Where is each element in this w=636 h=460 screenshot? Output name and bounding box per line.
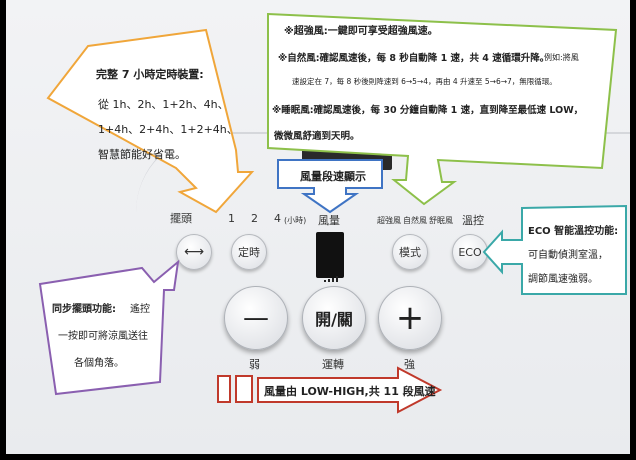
modes-line-natural-example: 例如:將風 — [544, 53, 579, 62]
modes-line-sleep: ※睡眠風:確認風速後，每 30 分鐘自動降 1 速，直到降至最低速 LOW， — [272, 105, 584, 116]
power-button[interactable]: 開/關 — [302, 286, 366, 350]
speed-callout-text: 風量由 LOW-HIGH,共 11 段風速 — [264, 385, 436, 398]
swing-callout-title: 同步擺頭功能: — [52, 304, 116, 315]
swing-callout-line-2: 各個角落。 — [74, 358, 124, 369]
label-fan-volume: 風量 — [318, 214, 340, 227]
minus-icon: — — [243, 303, 269, 333]
modes-line-super: ※超強風:一鍵即可享受超強風速。 — [284, 26, 438, 37]
fan-speed-display — [316, 232, 344, 278]
swing-callout-shape — [38, 259, 180, 396]
eco-callout-line-2: 調節風速強弱。 — [528, 274, 598, 285]
swing-button[interactable]: ⟷ — [176, 234, 212, 270]
modes-line-natural-detail: 速設定在 7，每 8 秒後則降速到 6→5→4，再由 4 升速至 5→6→7，無… — [292, 77, 557, 86]
label-natural-wind: 自然風 — [403, 216, 427, 225]
swing-arrow-icon: ⟷ — [183, 244, 205, 260]
speed-callout-shape — [257, 366, 443, 414]
swing-callout-line-1: 一按即可將涼風送往 — [58, 331, 148, 342]
label-timer-1: 1 — [228, 212, 235, 225]
speed-up-button[interactable]: + — [378, 286, 442, 350]
speed-bar-1 — [217, 375, 231, 403]
timer-callout-line-2: 1+4h、2+4h、1+2+4h、 — [98, 123, 238, 136]
timer-button[interactable]: 定時 — [231, 234, 267, 270]
fan-speed-bars-icon — [324, 276, 340, 282]
label-sleep-wind: 舒眠風 — [429, 216, 453, 225]
plus-icon: + — [395, 298, 425, 338]
callout-shapes — [38, 12, 627, 414]
label-strong: 強 — [404, 358, 415, 371]
eco-button[interactable]: ECO — [452, 234, 488, 270]
display-callout-text: 風量段速顯示 — [300, 170, 366, 183]
eco-callout-shape — [482, 204, 627, 295]
label-swing: 擺頭 — [170, 212, 192, 225]
display-callout-shape — [277, 159, 383, 214]
label-run: 運轉 — [322, 358, 344, 371]
modes-callout-shape — [267, 12, 618, 206]
label-super-wind: 超強風 — [377, 216, 401, 225]
label-temp-control: 溫控 — [462, 214, 484, 227]
eco-button-label: ECO — [458, 245, 482, 259]
modes-line-sleep-end: 微微風舒適到天明。 — [274, 131, 360, 142]
label-weak: 弱 — [249, 358, 260, 371]
timer-callout-line-1: 從 1h、2h、1+2h、4h、 — [98, 98, 229, 111]
eco-callout-line-1: 可自動偵測室溫， — [528, 250, 608, 261]
eco-callout-title: ECO 智能溫控功能: — [528, 226, 619, 237]
product-panel-image: 擺頭 1 2 4 (小時) 風量 超強風 自然風 舒眠風 溫控 ⟷ 定時 模式 … — [6, 0, 630, 454]
timer-button-label: 定時 — [238, 246, 260, 259]
modes-line-natural: ※自然風:確認風速後，每 8 秒自動降 1 速，共 4 速循環升降。 — [278, 53, 550, 64]
speed-down-button[interactable]: — — [224, 286, 288, 350]
mode-button[interactable]: 模式 — [392, 234, 428, 270]
label-timer-4: 4 — [274, 212, 281, 225]
timer-callout-line-3: 智慧節能好省電。 — [98, 148, 186, 161]
timer-callout-shape — [46, 28, 255, 214]
speed-bar-2 — [235, 375, 253, 403]
swing-callout-title-tail: 遙控 — [130, 304, 150, 315]
label-hours: (小時) — [284, 216, 307, 225]
label-timer-2: 2 — [251, 212, 258, 225]
timer-callout-title: 完整 7 小時定時裝置: — [96, 68, 204, 81]
power-button-label: 開/關 — [315, 310, 353, 329]
mode-button-label: 模式 — [399, 246, 421, 259]
